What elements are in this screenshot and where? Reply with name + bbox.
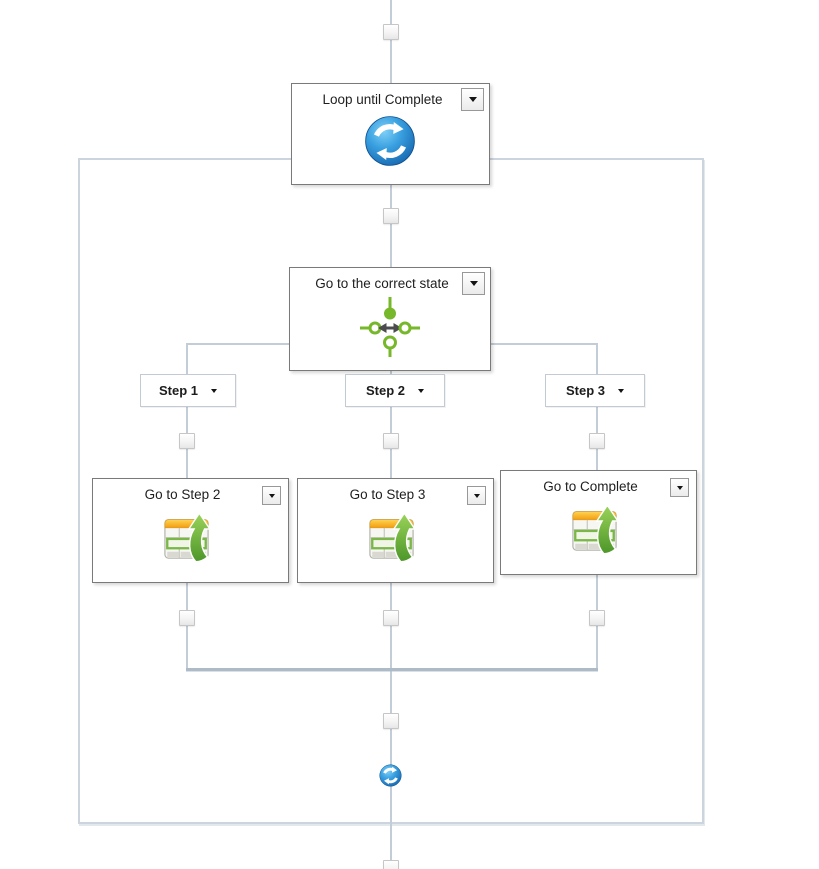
chevron-down-icon — [468, 97, 477, 102]
collapse-dropdown-button[interactable] — [262, 486, 281, 505]
connection-point[interactable] — [383, 610, 399, 626]
chevron-down-icon — [211, 388, 217, 393]
switch-activity-node[interactable]: Go to the correct state — [289, 267, 491, 371]
chevron-down-icon — [618, 388, 624, 393]
connector-line — [390, 369, 392, 375]
connection-point[interactable] — [589, 610, 605, 626]
connector-line — [489, 343, 598, 345]
connection-point[interactable] — [383, 208, 399, 224]
case-label-step2[interactable]: Step 2 — [345, 374, 445, 407]
connector-line — [186, 343, 188, 375]
flow-switch-icon — [360, 297, 420, 357]
activity-title: Go to the correct state — [315, 276, 449, 291]
connection-point[interactable] — [179, 610, 195, 626]
chevron-down-icon — [418, 388, 424, 393]
connection-point[interactable] — [383, 24, 399, 40]
chevron-down-icon — [473, 493, 480, 498]
activity-title: Go to Step 3 — [349, 487, 426, 502]
activity-node-go-to-complete[interactable]: Go to Complete — [500, 470, 697, 575]
table-update-icon — [369, 511, 417, 563]
collapse-dropdown-button[interactable] — [462, 272, 485, 295]
activity-title: Loop until Complete — [322, 92, 443, 107]
activity-node-go-to-step3[interactable]: Go to Step 3 — [297, 478, 494, 583]
connection-point[interactable] — [383, 713, 399, 729]
table-update-icon — [164, 511, 212, 563]
connection-point[interactable] — [589, 433, 605, 449]
connector-line — [186, 343, 290, 345]
case-label-step3[interactable]: Step 3 — [545, 374, 645, 407]
activity-title: Go to Step 2 — [144, 487, 221, 502]
case-label-text: Step 1 — [158, 383, 198, 398]
loop-back-icon — [379, 764, 402, 787]
connector-line — [390, 0, 392, 84]
case-label-step1[interactable]: Step 1 — [140, 374, 236, 407]
connection-point[interactable] — [383, 433, 399, 449]
connection-point[interactable] — [383, 860, 399, 869]
activity-node-go-to-step2[interactable]: Go to Step 2 — [92, 478, 289, 583]
table-update-icon — [572, 503, 620, 555]
loop-icon — [365, 116, 415, 166]
collapse-dropdown-button[interactable] — [670, 478, 689, 497]
case-label-text: Step 2 — [365, 383, 405, 398]
chevron-down-icon — [469, 281, 478, 286]
loop-activity-node[interactable]: Loop until Complete — [291, 83, 490, 185]
collapse-dropdown-button[interactable] — [467, 486, 486, 505]
case-label-text: Step 3 — [565, 383, 605, 398]
connection-point[interactable] — [179, 433, 195, 449]
connector-merge-line — [186, 668, 598, 671]
connector-line — [390, 183, 392, 268]
connector-line — [596, 343, 598, 375]
collapse-dropdown-button[interactable] — [461, 88, 484, 111]
activity-title: Go to Complete — [543, 479, 638, 494]
chevron-down-icon — [676, 485, 683, 490]
chevron-down-icon — [268, 493, 275, 498]
